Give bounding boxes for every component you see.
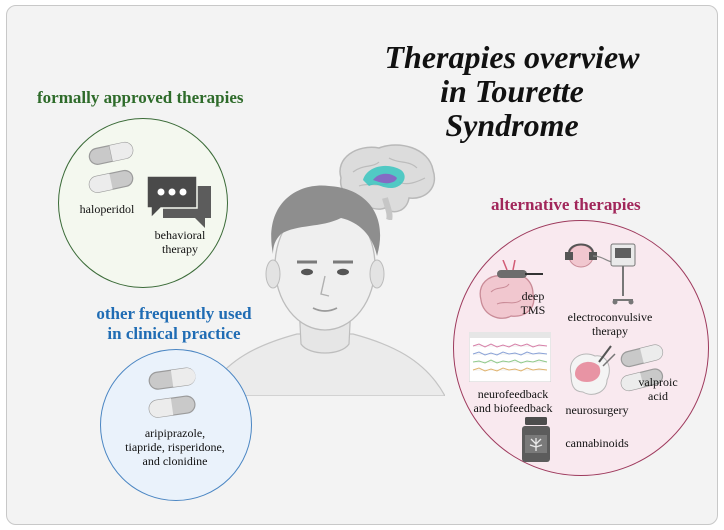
chat-bubbles-icon	[146, 175, 211, 228]
deep-tms-icon	[479, 260, 543, 319]
item-cannabinoids: cannabinoids	[565, 436, 629, 450]
brain-icon	[339, 144, 436, 220]
item-haloperidol: haloperidol	[79, 202, 135, 216]
item-neurosurgery: neurosurgery	[565, 403, 629, 417]
eeg-chart-icon	[469, 332, 551, 382]
item-neurofeedback: neurofeedback and biofeedback	[473, 387, 553, 415]
item-ect: electroconvulsive therapy	[567, 310, 653, 338]
other-heading: other frequently used in clinical practi…	[96, 304, 252, 343]
diagram-frame: Therapies overview in Tourette Syndrome …	[6, 5, 718, 525]
pill-icon	[620, 344, 664, 392]
item-behavioral-therapy: behavioral therapy	[154, 228, 206, 256]
cannabinoid-bottle-icon	[522, 417, 550, 462]
approved-heading: formally approved therapies	[37, 88, 244, 107]
diagram-title: Therapies overview in Tourette Syndrome	[384, 39, 640, 143]
item-valproic-acid: valproic acid	[638, 375, 678, 403]
pill-icon	[148, 367, 196, 418]
pill-icon	[88, 141, 134, 193]
item-other-drugs: aripiprazole, tiapride, risperidone, and…	[125, 426, 225, 468]
ect-machine-icon	[565, 243, 636, 305]
neurosurgery-icon	[569, 345, 616, 395]
alternative-heading: alternative therapies	[491, 195, 641, 214]
item-deep-tms: deep TMS	[520, 289, 546, 317]
person-illustration	[205, 185, 445, 396]
